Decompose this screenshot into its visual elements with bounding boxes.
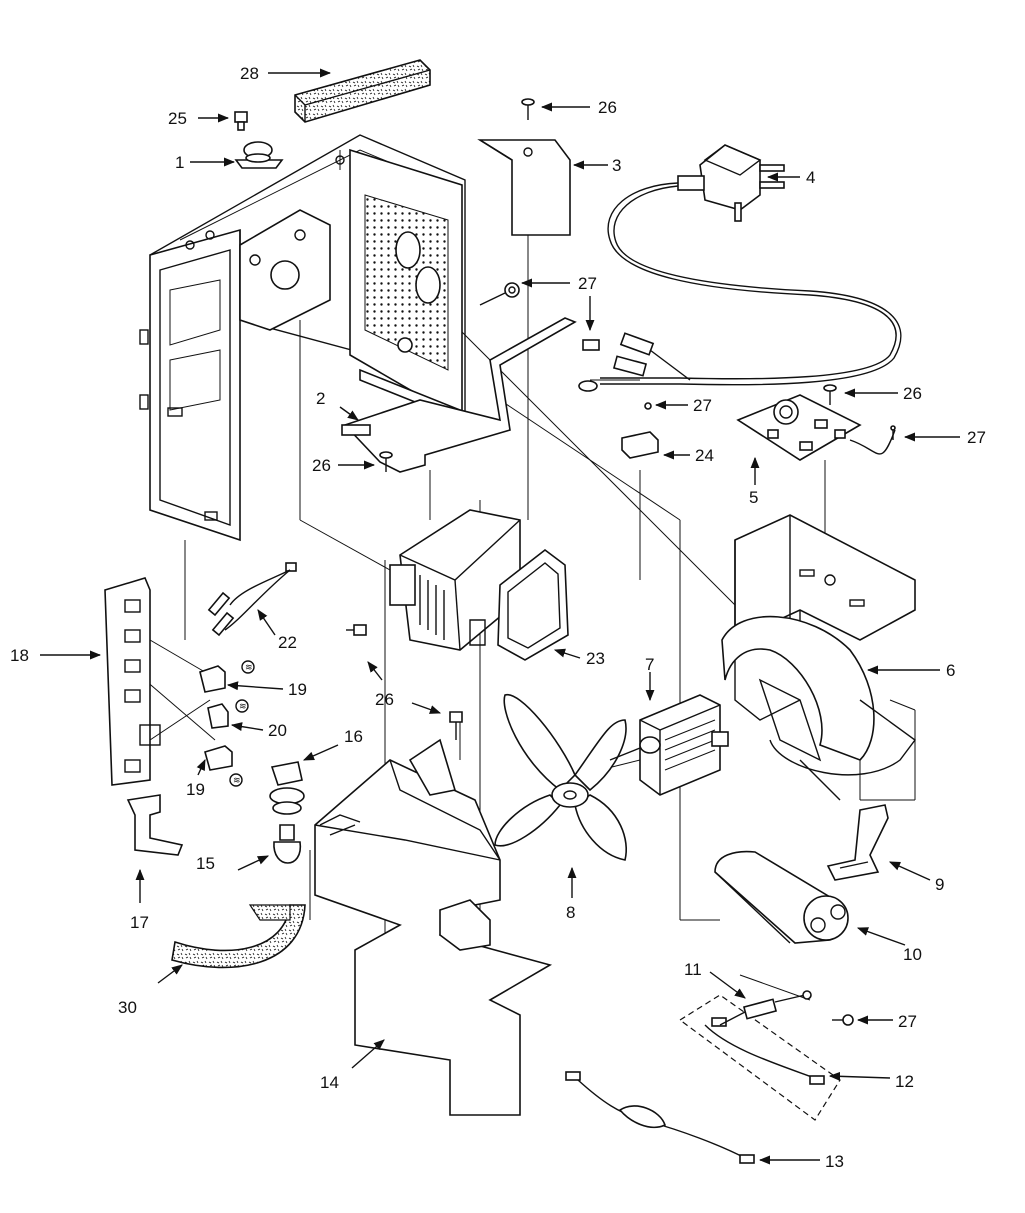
callout-10: 10 [903,945,922,964]
callout-28: 27 [693,396,712,415]
callout-11: 11 [684,960,702,979]
part-15-lamp-bulb [273,824,301,864]
oven-cavity-housing [139,134,466,542]
callout-4: 4 [806,168,815,187]
callout-17: 17 [130,913,149,932]
callout-30: 30 [118,998,137,1017]
callout-labels: 28 25 1 26 3 4 27 26 2 27 27 26 24 5 18 … [10,64,986,1171]
part-22-wire [207,562,297,637]
callout-27-upper: 27 [578,274,597,293]
part-3-bracket [477,139,571,236]
part-28-pin [644,402,652,410]
part-29-foam-strip [294,59,431,123]
svg-text:≋: ≋ [239,701,247,711]
part-26-screw-top [521,98,535,120]
part-26-screw-filter [823,384,837,405]
callout-14: 14 [320,1073,339,1092]
part-9-capacitor-bracket [826,804,889,881]
part-17-latch-lever [126,794,184,856]
callout-24: 24 [695,446,714,465]
part-20-switch: ≋ [207,699,249,729]
callout-9: 9 [935,875,944,894]
callout-5: 5 [749,488,758,507]
callout-19-lower: 19 [186,780,205,799]
part-1-thermal-cutout [234,141,284,169]
callout-26-strap: 26 [312,456,331,475]
part-26-screw-magnetron [346,624,367,636]
part-27-screw-filter [890,425,896,440]
callout-3: 3 [612,156,621,175]
part-13-fuse-wire [565,1071,755,1164]
part-6-fan-chassis [721,514,916,801]
part-24-connector [621,431,659,459]
svg-text:≋: ≋ [245,662,253,672]
callout-18: 18 [10,646,29,665]
part-8-fan-blade [494,694,627,861]
part-7-fan-motor [609,694,729,796]
part-19-switch-lower: ≋ [204,745,243,787]
callout-20: 20 [268,721,287,740]
part-27-ground-screw [479,282,600,392]
part-10-capacitor [714,850,849,944]
part-18-latch-board [104,577,161,786]
callout-16: 16 [344,727,363,746]
part-19-switch-upper: ≋ [199,660,255,693]
callout-15: 15 [196,854,215,873]
part-26-screw-duct [449,711,463,740]
part-16-lamp-socket [269,761,305,815]
callout-26-filter: 26 [903,384,922,403]
callout-23: 23 [586,649,605,668]
callout-26-top: 26 [598,98,617,117]
svg-text:≋: ≋ [233,775,241,785]
callout-22: 22 [278,633,297,652]
callout-7: 7 [645,655,654,674]
callout-27-diode: 27 [898,1012,917,1031]
callout-26-duct: 26 [375,690,394,709]
part-5-filter-board [736,394,896,461]
callout-2: 2 [316,389,325,408]
part-23-magnetron [389,509,569,661]
part-27-screw-diode [832,1014,854,1026]
part-14-air-duct [314,738,553,1116]
part-25-screw [234,111,248,131]
part-30-foam-gasket [171,904,306,969]
callout-8: 8 [566,903,575,922]
callout-1: 1 [175,153,184,172]
part-2-strap [341,317,577,473]
callout-arrows [40,68,960,1165]
callout-19-upper: 19 [288,680,307,699]
callout-29: 28 [240,64,259,83]
part-26-screw-strap [379,451,393,472]
callout-6: 6 [946,661,955,680]
callout-13: 13 [825,1152,844,1171]
callout-27-filter: 27 [967,428,986,447]
part-4-power-cord [600,144,902,386]
part-11-diode [719,990,812,1026]
callout-25: 25 [168,109,187,128]
callout-12: 12 [895,1072,914,1091]
